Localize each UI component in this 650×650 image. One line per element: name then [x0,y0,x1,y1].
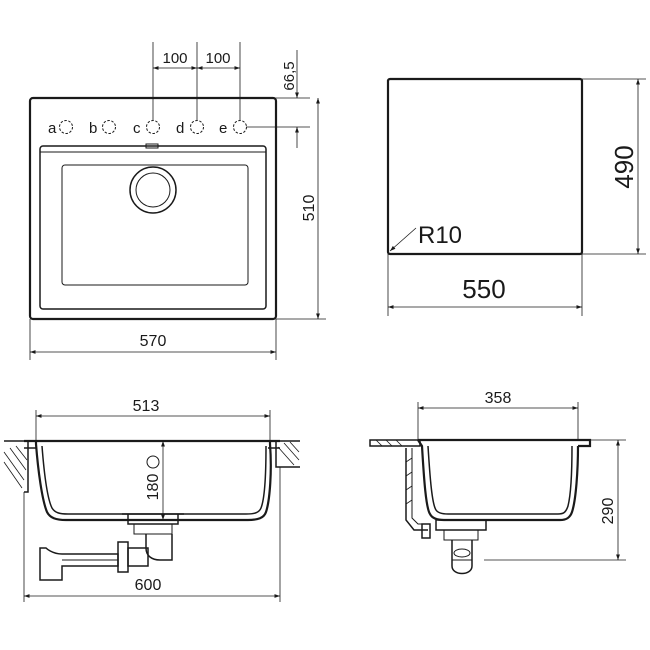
bowl-outer-outline [39,145,267,310]
tap-hole-circle [146,120,160,134]
pipe-nut [117,541,129,573]
tap-hole-label-c: c [133,120,141,137]
tap-hole-circle [102,120,116,134]
tap-hole-circle [190,120,204,134]
dim-cabinet-width-label: 600 [135,577,162,594]
overflow-slot [145,143,159,149]
dim-front-bowl-width-label: 513 [133,398,160,415]
edge-offset-dimension: 66,5 [246,50,310,148]
side-section: 358 290 [369,390,626,575]
tap-hole-label-e: e [219,120,227,137]
tap-hole-a: a [48,120,73,137]
side-rim-left [369,439,421,447]
tap-hole-c: c [133,120,160,137]
dim-depth-label: 290 [600,498,617,525]
dim-side-bowl-width-label: 358 [485,390,512,407]
drain-inner-ring [135,172,171,208]
countertop-left [4,440,29,493]
side-drain-body [435,519,487,531]
dim-spacing-right-label: 100 [205,50,230,67]
tap-hole-label-b: b [89,120,97,137]
bowl-view: 490 550 R10 [386,77,646,316]
drain-body [122,513,184,525]
outlet-pipe [39,547,119,581]
dim-height-label: 510 [301,195,318,222]
top-view: a b c d e 100 100 [28,42,326,360]
front-section: 513 180 600 [3,398,300,602]
side-bowl-inner-wall [427,445,573,515]
overflow-hole [146,455,160,469]
tap-hole-d: d [176,120,204,137]
outer-width-dimension: 570 [29,319,277,360]
tap-hole-circle [59,120,73,134]
dim-width-label: 570 [140,333,167,350]
hole-spacing-dimension: 100 100 [152,42,241,120]
drain-outer-ring [129,166,177,214]
tap-hole-e: e [219,120,247,137]
countertop-right [275,440,300,468]
side-rim [418,438,592,448]
tap-hole-label-d: d [176,120,184,137]
dim-overflow-height-label: 180 [145,474,162,501]
overflow-pipe [405,448,428,531]
trap-pipe [145,534,173,561]
side-bowl-outer-wall [417,439,580,522]
side-trap [451,540,473,575]
dim-bowl-width-label: 550 [462,274,505,304]
tap-hole-circle [233,120,247,134]
outer-height-dimension: 510 [276,98,326,320]
bowl-inner-outline [61,164,249,286]
pipe-connector [127,547,149,567]
overflow-connector [421,523,431,539]
dim-edge-offset-label: 66,5 [281,61,298,90]
tap-hole-b: b [89,120,116,137]
bowl-outline [386,77,584,256]
sink-outer-outline [28,96,278,321]
corner-radius-label: R10 [418,222,462,249]
dim-bowl-height-label: 490 [609,145,639,188]
bowl-outer-wall [34,441,272,522]
tap-hole-label-a: a [48,120,57,137]
dim-spacing-left-label: 100 [162,50,187,67]
